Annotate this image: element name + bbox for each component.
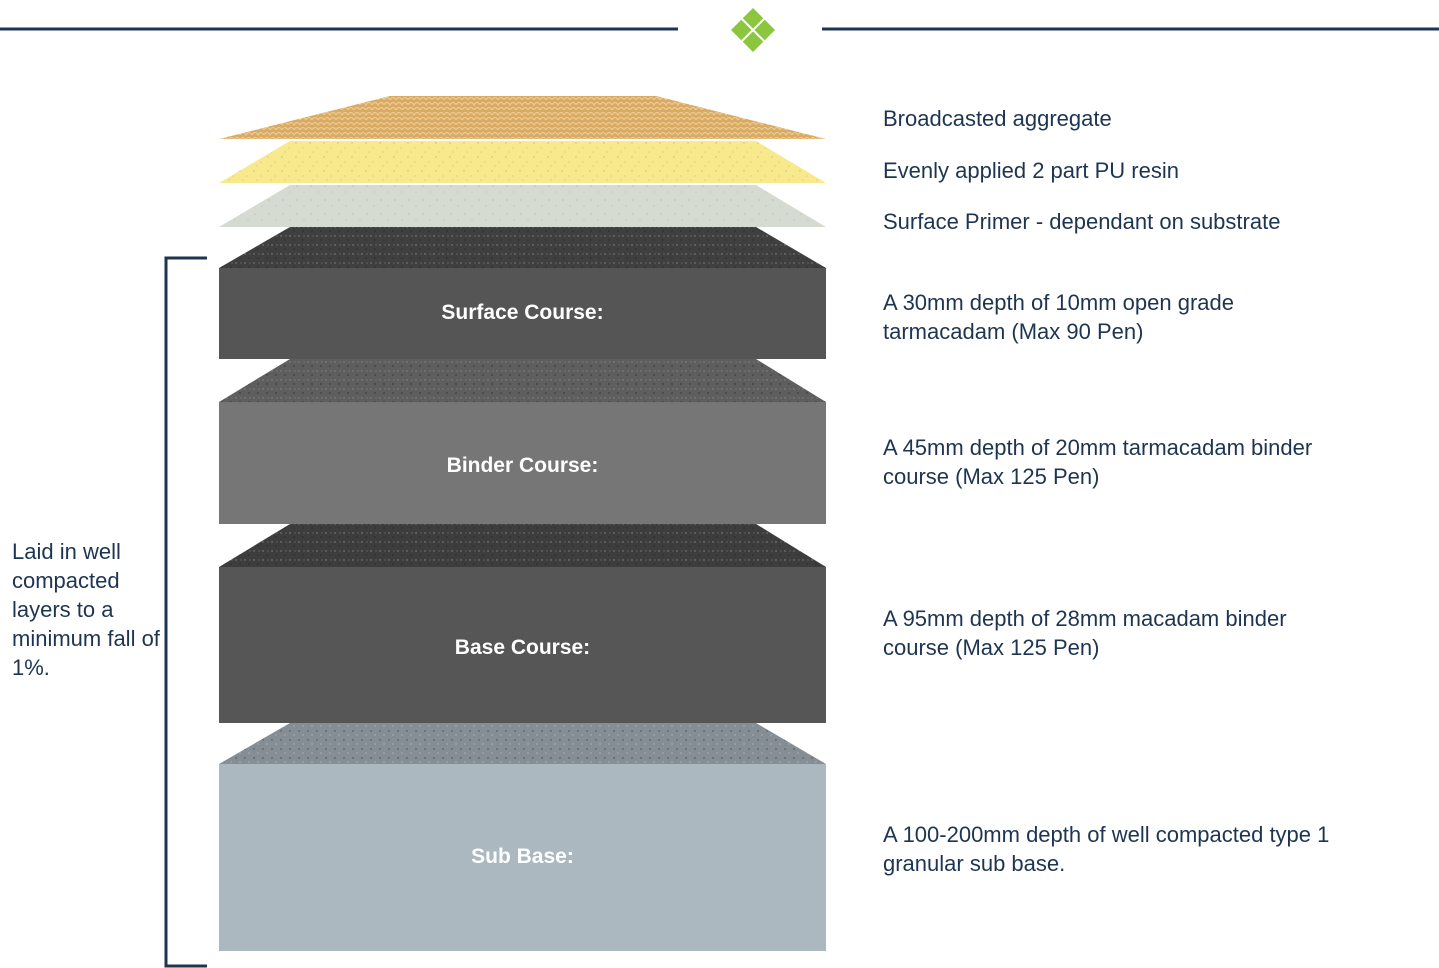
base-course-description: A 95mm depth of 28mm macadam binder cour… (883, 604, 1287, 662)
aggregate-label: Broadcasted aggregate (883, 106, 1112, 131)
surface-course-description: A 30mm depth of 10mm open grade tarmacad… (883, 288, 1234, 346)
sub-base-title: Sub Base: (471, 845, 574, 868)
description-line: tarmacadam (Max 90 Pen) (883, 319, 1144, 344)
compaction-bracket (164, 256, 207, 968)
primer-label: Surface Primer - dependant on substrate (883, 209, 1281, 234)
description-line: A 100-200mm depth of well compacted type… (883, 822, 1330, 847)
sub-base-block (219, 723, 826, 951)
description-line: A 45mm depth of 20mm tarmacadam binder (883, 435, 1313, 460)
resin-label: Evenly applied 2 part PU resin (883, 158, 1179, 183)
diamond-logo-icon (731, 8, 775, 52)
description-line: A 30mm depth of 10mm open grade (883, 290, 1234, 315)
aggregate-layer (219, 96, 826, 139)
binder-course-description: A 45mm depth of 20mm tarmacadam binder c… (883, 433, 1312, 491)
surface-course-title: Surface Course: (441, 301, 604, 324)
header-divider (0, 8, 1439, 52)
compaction-note: Laid in well compacted layers to a minim… (12, 539, 160, 680)
description-line: granular sub base. (883, 851, 1066, 876)
binder-course-block (219, 359, 826, 524)
sub-base-description: A 100-200mm depth of well compacted type… (883, 820, 1329, 878)
binder-course-title: Binder Course: (446, 454, 599, 477)
description-line: A 95mm depth of 28mm macadam binder (883, 606, 1287, 631)
base-course-block (219, 524, 826, 723)
description-line: course (Max 125 Pen) (883, 635, 1100, 660)
surface-course-block (219, 227, 826, 359)
description-line: course (Max 125 Pen) (883, 464, 1100, 489)
base-course-title: Base Course: (454, 636, 591, 659)
